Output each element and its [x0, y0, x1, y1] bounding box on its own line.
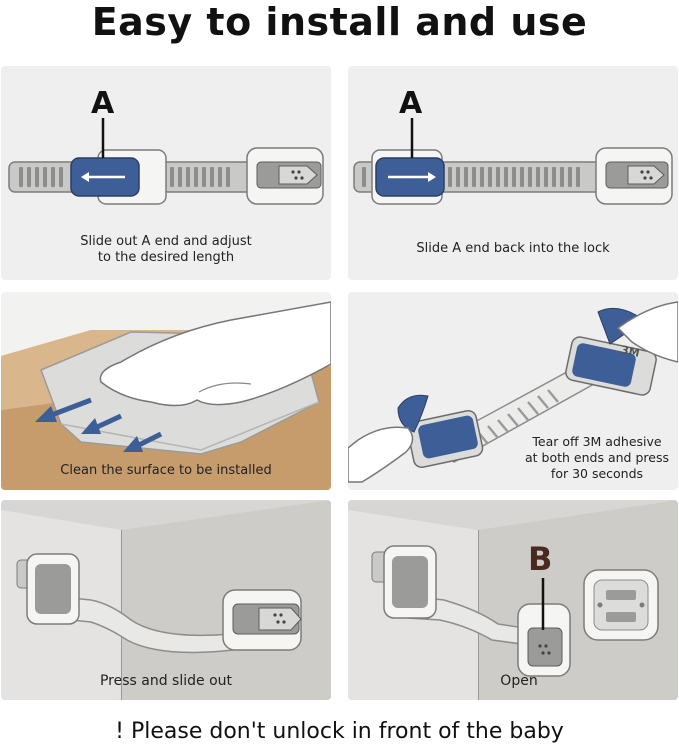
cabinet-open-illustration [348, 500, 678, 700]
step-caption: Open [500, 673, 538, 689]
strap-illustration [8, 118, 324, 205]
marker-label: A [91, 86, 115, 121]
step-panel-clean-surface: Clean the surface to be installed [1, 292, 331, 490]
adhesive-illustration [348, 301, 678, 483]
cleaning-illustration [1, 301, 331, 490]
step-caption: Press and slide out [99, 673, 233, 689]
step-panel-open: B Open [348, 500, 678, 700]
warning-footer: ! Please don't unlock in front of the ba… [115, 719, 564, 744]
step-panel-slide-back: A Slide A end back into the lock [348, 66, 678, 280]
cabinet-lock-illustration [1, 500, 331, 700]
step-panel-press-slide: Press and slide out [1, 500, 331, 700]
step-caption: Slide A end back into the lock [416, 241, 610, 256]
page-title: Easy to install and use [91, 0, 588, 44]
strap-illustration [353, 118, 673, 205]
marker-label: A [399, 86, 423, 121]
step-caption: Clean the surface to be installed [60, 463, 272, 478]
marker-label: B [528, 540, 553, 578]
